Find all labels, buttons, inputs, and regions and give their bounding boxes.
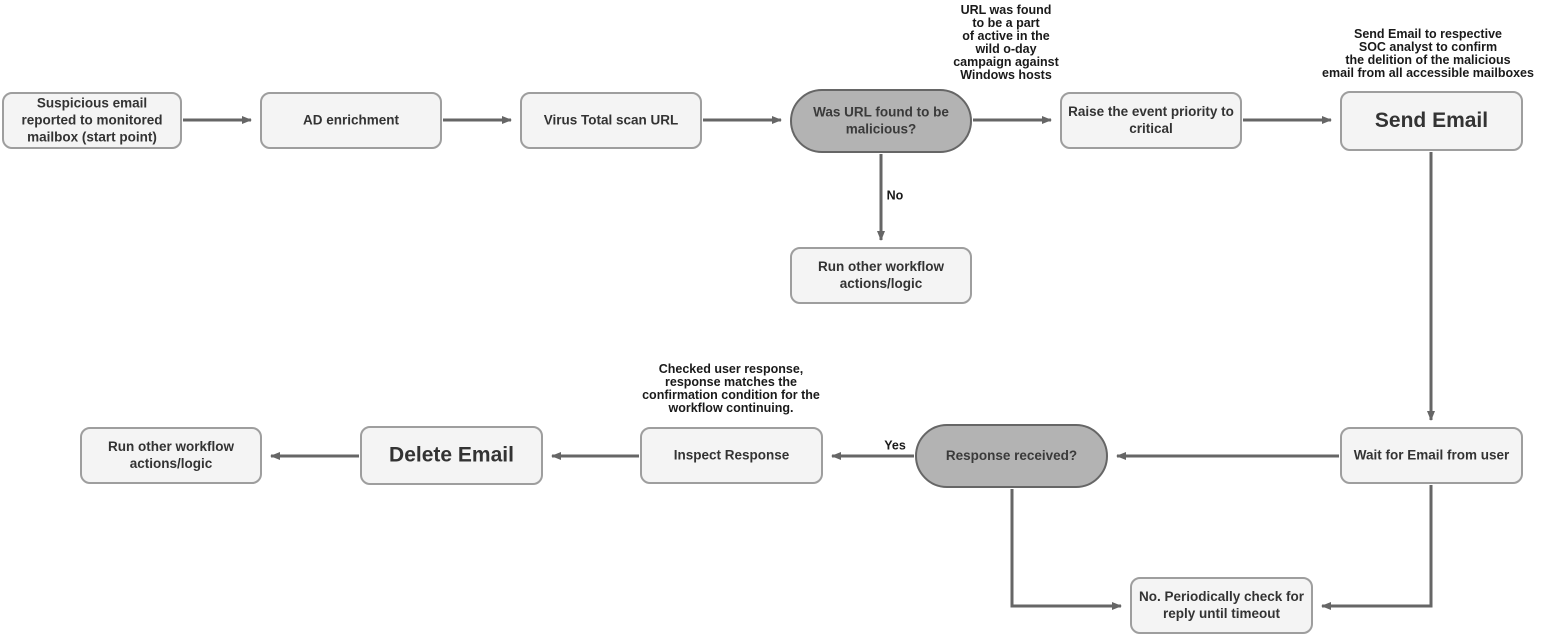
node-shape-url-malicious-decision	[790, 89, 972, 153]
node-shape-response-received-decision	[915, 424, 1108, 488]
edges-layer	[183, 116, 1435, 610]
node-ad-enrichment[interactable]: AD enrichment	[260, 92, 442, 149]
node-shape-run-other-workflow-top	[790, 247, 972, 304]
node-virus-total-scan[interactable]: Virus Total scan URL	[520, 92, 702, 149]
node-label-wait-for-email: Wait for Email from user	[1354, 447, 1510, 462]
edge-wait-to-periodic	[1321, 485, 1433, 610]
node-label-send-email: Send Email	[1375, 109, 1488, 132]
node-shape-wait-for-email	[1340, 427, 1523, 484]
node-shape-inspect-response	[640, 427, 823, 484]
node-label-ad-enrichment: AD enrichment	[303, 112, 400, 127]
node-delete-email[interactable]: Delete Email	[360, 426, 543, 485]
node-label-inspect-response: Inspect Response	[674, 447, 790, 462]
edge-label-label-yes: Yes	[884, 438, 906, 452]
edge-label-label-no-top: No	[887, 188, 904, 202]
node-send-email[interactable]: Send Email	[1340, 91, 1523, 151]
node-shape-delete-email	[360, 426, 543, 485]
node-shape-send-email	[1340, 91, 1523, 151]
node-response-received-decision[interactable]: Response received?	[915, 424, 1108, 488]
node-shape-virus-total-scan	[520, 92, 702, 149]
node-wait-for-email[interactable]: Wait for Email from user	[1340, 427, 1523, 484]
node-label-response-received-decision: Response received?	[946, 448, 1077, 463]
node-label-virus-total-scan: Virus Total scan URL	[544, 112, 679, 127]
node-shape-periodic-check	[1130, 577, 1313, 634]
edge-response-no-to-periodic	[1010, 489, 1122, 610]
node-shape-run-other-workflow-bottom	[80, 427, 262, 484]
edge-note-note-checked-user-response: Checked user response,response matches t…	[642, 362, 820, 415]
node-shape-raise-priority	[1060, 92, 1242, 149]
node-shape-ad-enrichment	[260, 92, 442, 149]
node-label-delete-email: Delete Email	[389, 443, 514, 466]
node-shape-start	[2, 92, 182, 149]
node-inspect-response[interactable]: Inspect Response	[640, 427, 823, 484]
